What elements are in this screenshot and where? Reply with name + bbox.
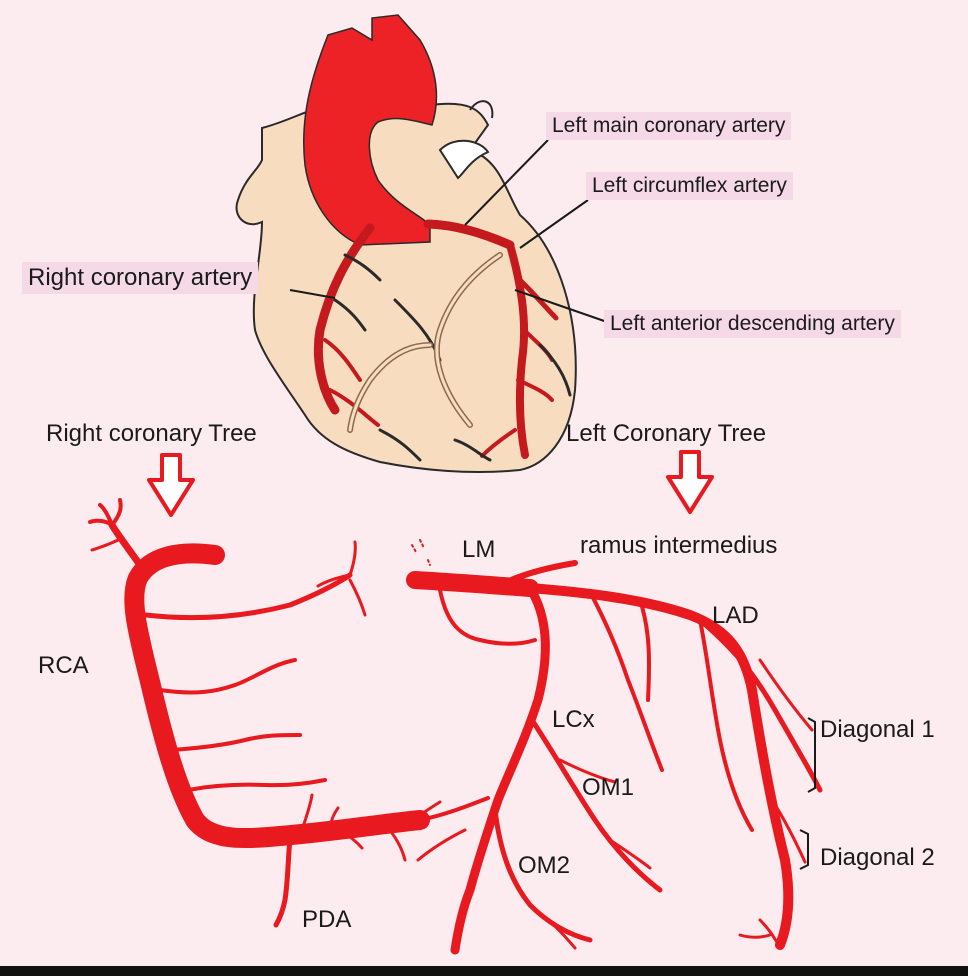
arrow-left-tree [666,450,714,514]
diagonal-2-branch [770,798,807,864]
label-diagonal-2: Diagonal 2 [820,844,935,871]
bracket-diagonal-1 [807,717,816,793]
right-coronary-tree [88,498,490,928]
lm-trunk [406,571,539,597]
label-lad: LAD [712,602,759,629]
label-left-anterior-descending-artery: Left anterior descending artery [604,310,901,338]
bottom-edge-bar [0,966,968,976]
label-ramus-intermedius: ramus intermedius [580,532,778,559]
om1-branch [529,717,663,893]
label-rca: RCA [38,652,89,679]
leader-lad [514,289,611,324]
ramus-branch [497,560,578,588]
pulmonary-trunk [438,139,490,180]
arrow-right-tree [147,453,195,517]
heart-illustration [235,14,577,473]
label-lm: LM [462,536,496,563]
lad-branch [525,583,794,950]
label-left-circumflex-artery: Left circumflex artery [586,172,793,200]
label-pda: PDA [302,906,352,933]
leader-lines [289,139,611,324]
leader-right-coronary [289,289,336,299]
label-om2: OM2 [518,852,571,879]
heart-lm [423,219,515,250]
heart-rca [313,223,375,415]
label-left-coronary-tree: Left Coronary Tree [566,420,767,447]
label-diagonal-1: Diagonal 1 [820,716,935,743]
label-right-coronary-tree: Right coronary Tree [46,420,257,447]
label-right-coronary-artery: Right coronary artery [22,262,259,294]
bracket-diagonal-2 [799,829,809,870]
rca-pda [273,835,293,928]
leader-left-main [464,139,549,226]
rca-trunk [124,543,430,849]
diagonal-1-branch [697,617,823,793]
label-lcx: LCx [552,706,595,733]
label-left-main-coronary-artery: Left main coronary artery [546,112,792,140]
aorta [302,14,438,246]
leader-left-circumflex [519,199,589,249]
om2-branch [492,807,593,943]
left-coronary-tree [406,539,823,955]
diagonal-brackets [799,717,816,870]
heart-lad [506,241,529,459]
label-om1: OM1 [582,774,635,801]
